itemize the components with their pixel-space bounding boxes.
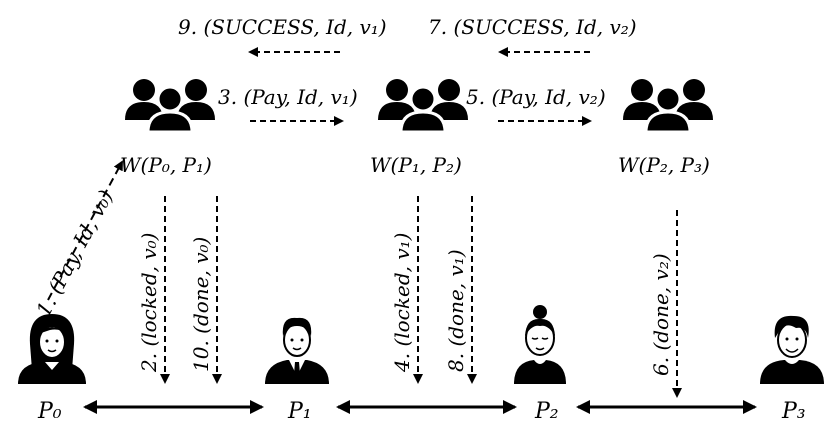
party-p3-label: P₃: [781, 399, 806, 424]
woman-bun-icon: [514, 305, 566, 384]
man-casual-icon: [760, 315, 824, 384]
group-icon: [376, 77, 470, 134]
watchtower-w12-label: W(P₁, P₂): [370, 153, 462, 177]
watchtower-w23-label: W(P₂, P₃): [618, 153, 710, 177]
party-p0-label: P₀: [37, 399, 62, 424]
watchtower-w01-label: W(P₀, P₁): [120, 153, 212, 177]
msg-8-label: 8. (done, v₁): [444, 249, 468, 372]
man-suit-icon: [265, 317, 329, 384]
party-p2-label: P₂: [534, 399, 559, 424]
woman-long-hair-icon: [18, 314, 86, 384]
msg-6-label: 6. (done, v₂): [649, 253, 673, 376]
msg-1-label: 1. (Pay, Id, v₀): [31, 186, 118, 321]
msg-3-label: 3. (Pay, Id, v₁): [218, 85, 358, 109]
msg-7-label: 7. (SUCCESS, Id, v₂): [428, 15, 637, 39]
arrow-msg-1: [47, 160, 123, 301]
msg-9-label: 9. (SUCCESS, Id, v₁): [178, 15, 387, 39]
msg-2-label: 2. (locked, v₀): [137, 233, 161, 373]
group-icon: [123, 77, 217, 134]
msg-5-label: 5. (Pay, Id, v₂): [466, 85, 606, 109]
party-p1-label: P₁: [287, 399, 312, 424]
group-icon: [621, 77, 715, 134]
msg-4-label: 4. (locked, v₁): [390, 233, 414, 373]
msg-10-label: 10. (done, v₀): [189, 237, 213, 372]
